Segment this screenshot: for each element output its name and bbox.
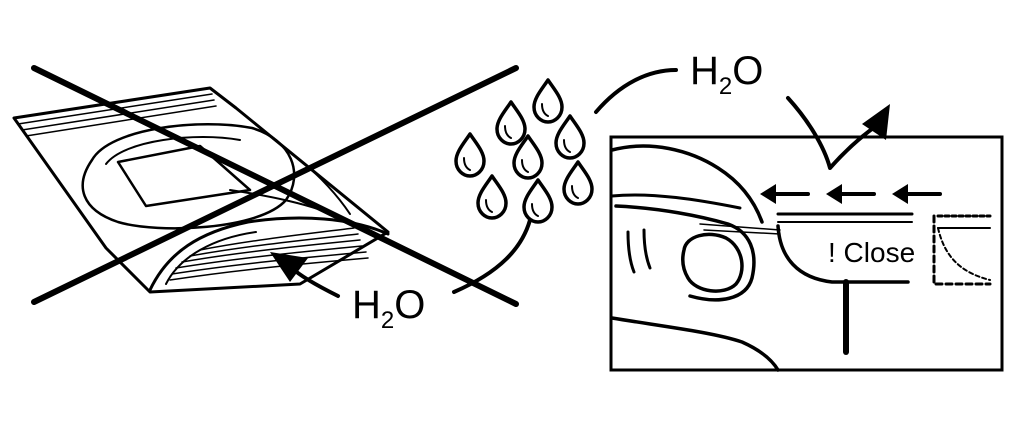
pouch-seal-illustration — [776, 212, 992, 355]
water-droplets-group — [454, 78, 594, 224]
cross-out-icon — [31, 65, 519, 307]
h2o-top-sub: 2 — [719, 73, 732, 100]
h2o-label-top: H2O — [690, 49, 763, 100]
water-deflect-arrow-icon — [786, 96, 890, 170]
h2o-label-left: H2O — [352, 283, 425, 334]
h2o-left-o: O — [394, 283, 425, 327]
finger-illustration — [610, 144, 781, 372]
push-arrows — [760, 184, 942, 204]
h2o-top-h: H — [690, 49, 719, 93]
arrow-left-icon — [760, 184, 810, 204]
h2o-left-h: H — [352, 283, 381, 327]
h2o-left-sub: 2 — [381, 307, 394, 334]
droplet-highlights — [463, 103, 579, 217]
close-label: ! Close — [828, 237, 915, 268]
close-seal-panel — [609, 135, 1004, 372]
water-in-arrow-icon — [270, 252, 340, 298]
h2o-top-o: O — [732, 49, 763, 93]
open-pouch-illustration — [12, 86, 390, 294]
arrow-left-icon — [826, 184, 876, 204]
arrow-left-icon — [892, 184, 942, 204]
connector-curves — [452, 68, 678, 294]
